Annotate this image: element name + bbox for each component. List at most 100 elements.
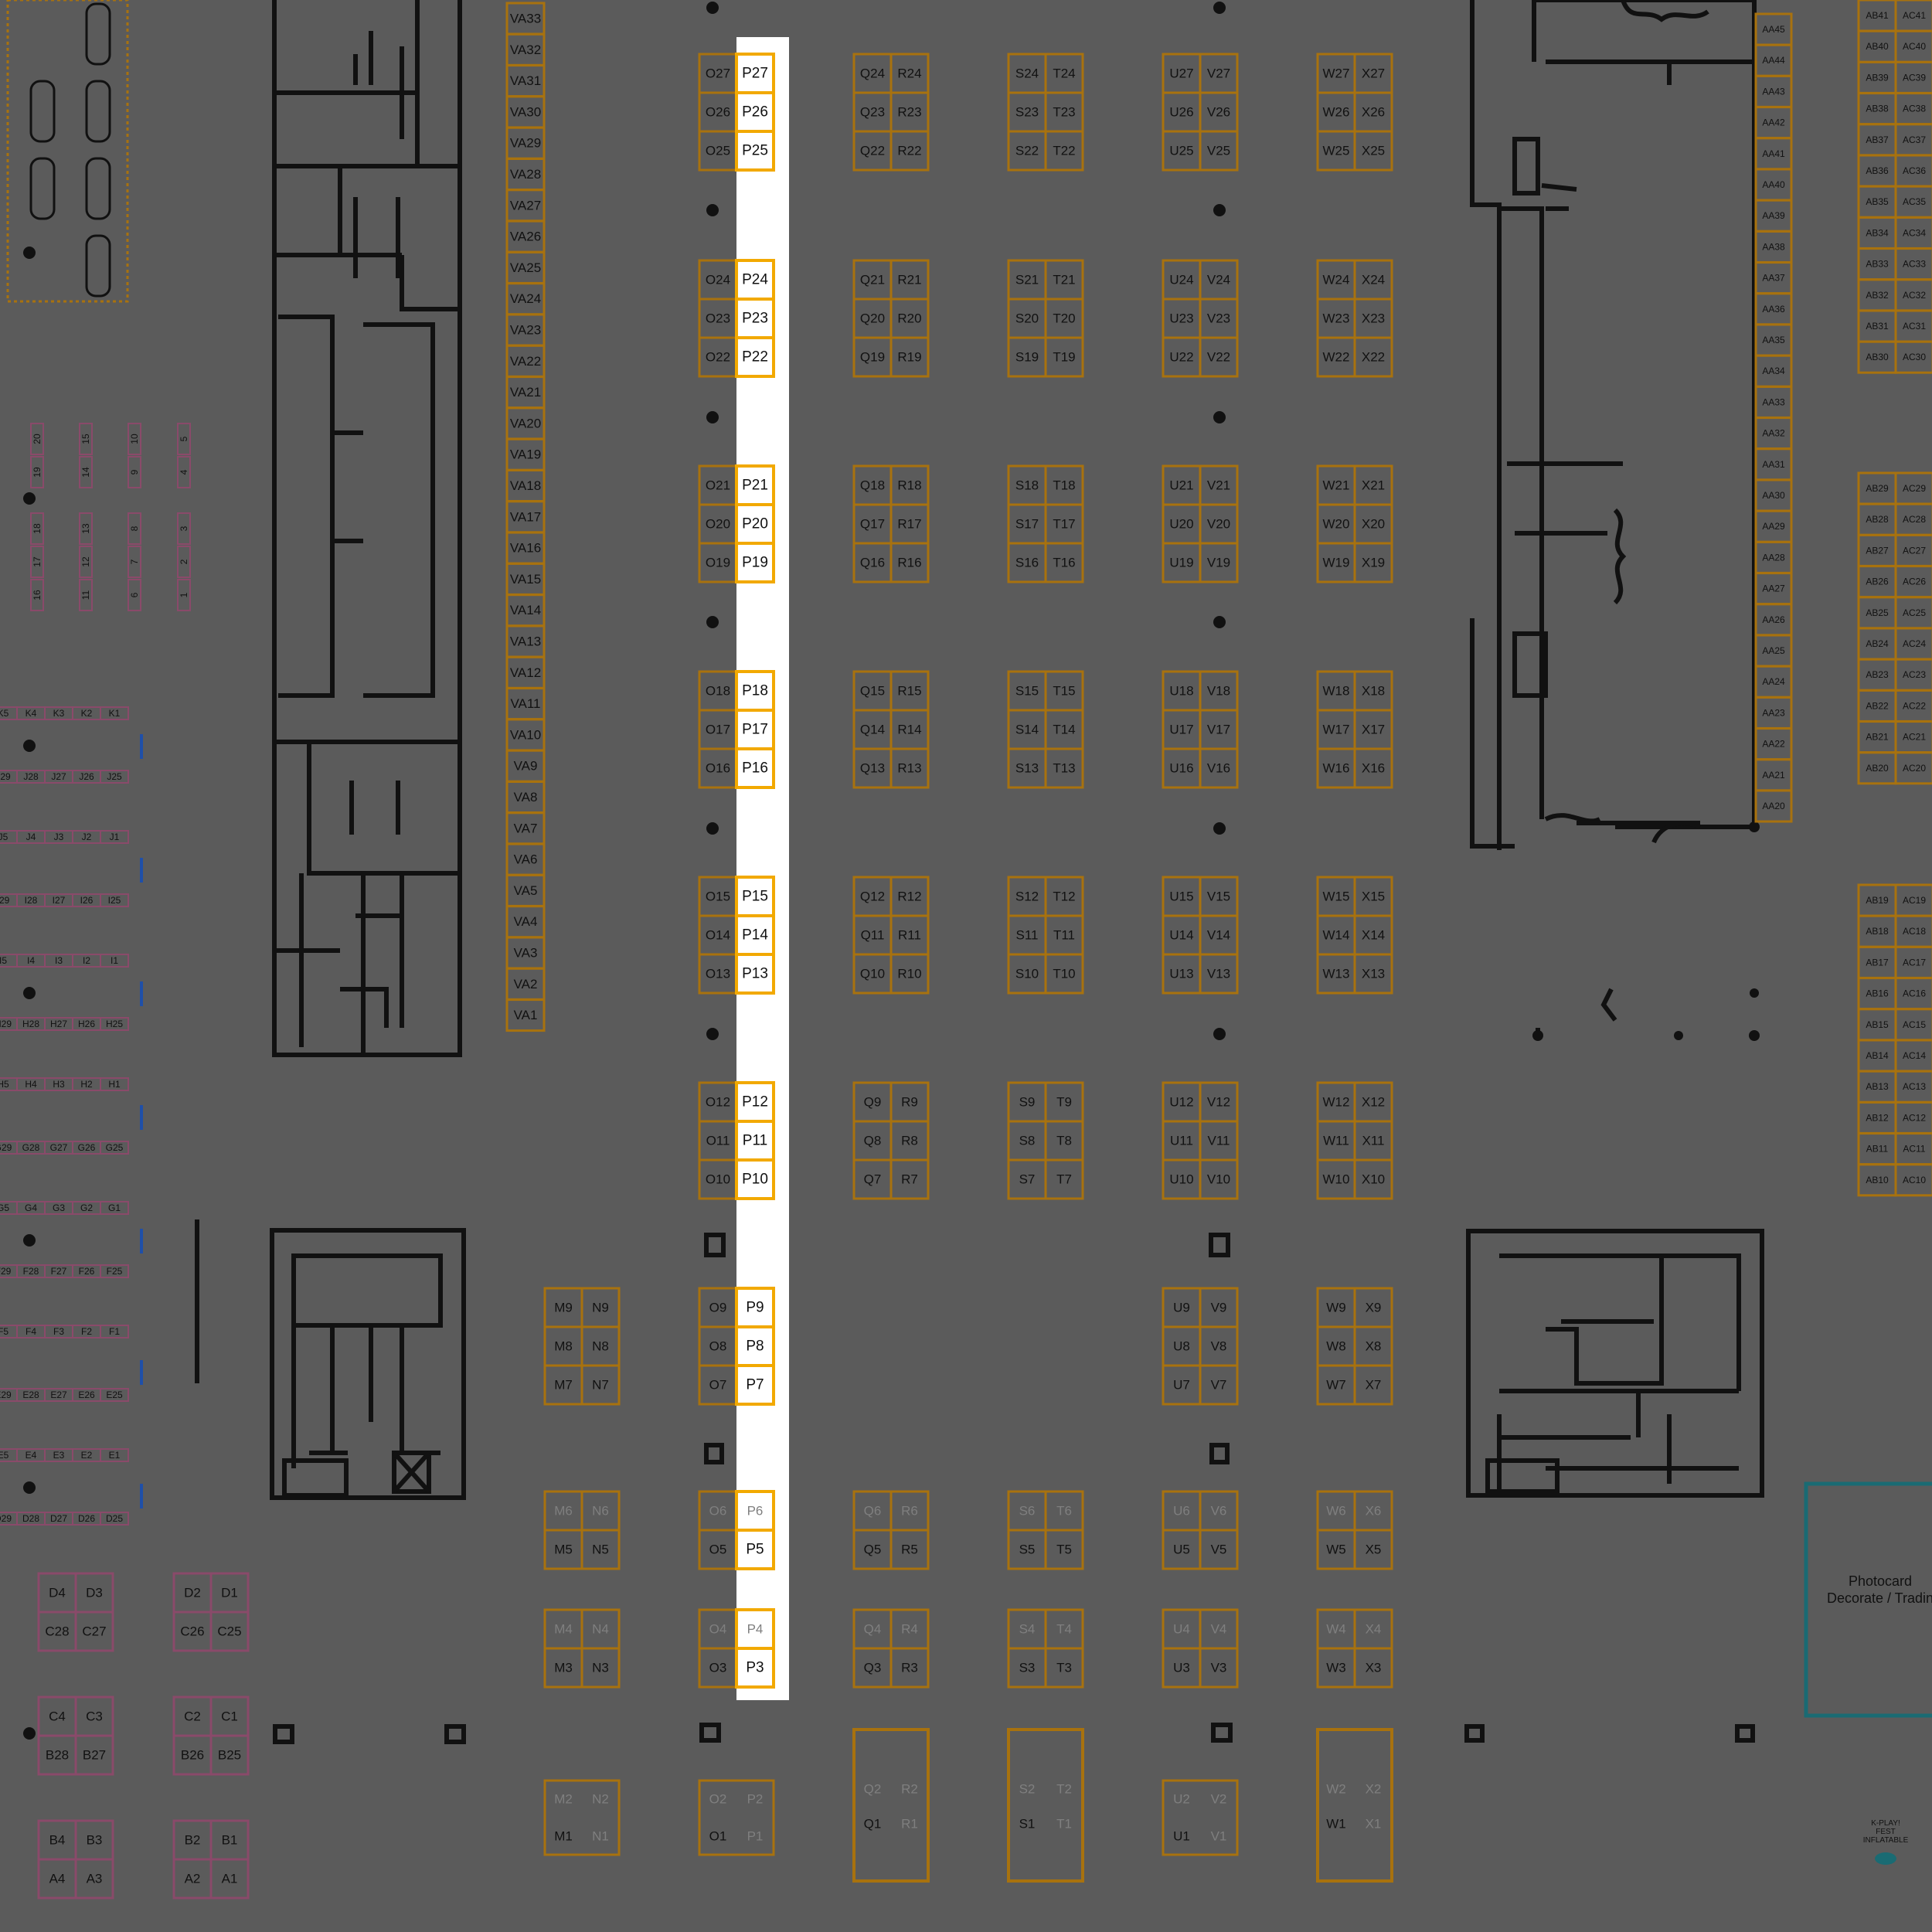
- booth-b28[interactable]: B28: [37, 1734, 77, 1776]
- booth-aa34[interactable]: AA34: [1754, 354, 1793, 388]
- booth-v25[interactable]: V25: [1199, 130, 1239, 172]
- booth-p8[interactable]: P8: [735, 1325, 775, 1367]
- booth-va10[interactable]: VA10: [505, 718, 546, 752]
- booth-a1[interactable]: A1: [209, 1858, 250, 1900]
- booth-i2[interactable]: I2: [72, 954, 101, 968]
- booth-p26[interactable]: P26: [735, 91, 775, 133]
- booth-3[interactable]: 3: [177, 512, 191, 545]
- booth-x11[interactable]: X11: [1353, 1120, 1393, 1162]
- booth-e26[interactable]: E26: [72, 1388, 101, 1402]
- booth-t16[interactable]: T16: [1044, 542, 1084, 583]
- booth-ac31[interactable]: AC31: [1894, 309, 1932, 343]
- booth-w17[interactable]: W17: [1316, 709, 1356, 750]
- booth-va17[interactable]: VA17: [505, 500, 546, 534]
- booth-va3[interactable]: VA3: [505, 936, 546, 970]
- booth-[interactable]: [1162, 1779, 1239, 1856]
- booth-q20[interactable]: Q20: [852, 298, 893, 339]
- booth-t23[interactable]: T23: [1044, 91, 1084, 133]
- booth-p10[interactable]: P10: [735, 1158, 775, 1200]
- booth-w26[interactable]: W26: [1316, 91, 1356, 133]
- booth-ac34[interactable]: AC34: [1894, 216, 1932, 250]
- booth-f28[interactable]: F28: [16, 1264, 46, 1278]
- booth-p20[interactable]: P20: [735, 503, 775, 545]
- booth-g1[interactable]: G1: [100, 1201, 129, 1215]
- booth-g5[interactable]: G5: [0, 1201, 18, 1215]
- booth-r12[interactable]: R12: [889, 876, 930, 917]
- booth-v4[interactable]: V4: [1199, 1608, 1239, 1650]
- booth-p14[interactable]: P14: [735, 914, 775, 956]
- booth-ab15[interactable]: AB15: [1857, 1008, 1897, 1042]
- booth-u3[interactable]: U3: [1162, 1647, 1202, 1689]
- booth-ac21[interactable]: AC21: [1894, 720, 1932, 754]
- booth-r24[interactable]: R24: [889, 53, 930, 94]
- booth-ab29[interactable]: AB29: [1857, 471, 1897, 505]
- booth-aa36[interactable]: AA36: [1754, 292, 1793, 326]
- booth-w10[interactable]: W10: [1316, 1158, 1356, 1200]
- booth-g28[interactable]: G28: [16, 1141, 46, 1155]
- booth-r11[interactable]: R11: [889, 914, 930, 956]
- booth-ab11[interactable]: AB11: [1857, 1132, 1897, 1166]
- booth-u23[interactable]: U23: [1162, 298, 1202, 339]
- booth-m6[interactable]: M6: [543, 1490, 583, 1532]
- booth-aa30[interactable]: AA30: [1754, 478, 1793, 512]
- booth-x22[interactable]: X22: [1353, 336, 1393, 378]
- booth-va26[interactable]: VA26: [505, 219, 546, 253]
- booth-s1[interactable]: S1: [1009, 1804, 1046, 1843]
- booth-va20[interactable]: VA20: [505, 406, 546, 440]
- booth-w27[interactable]: W27: [1316, 53, 1356, 94]
- booth-t12[interactable]: T12: [1044, 876, 1084, 917]
- booth-q13[interactable]: Q13: [852, 747, 893, 789]
- booth-c3[interactable]: C3: [74, 1696, 114, 1737]
- booth-aa35[interactable]: AA35: [1754, 323, 1793, 357]
- booth-w24[interactable]: W24: [1316, 259, 1356, 301]
- booth-a3[interactable]: A3: [74, 1858, 114, 1900]
- booth-s8[interactable]: S8: [1007, 1120, 1047, 1162]
- booth-ab34[interactable]: AB34: [1857, 216, 1897, 250]
- booth-x20[interactable]: X20: [1353, 503, 1393, 545]
- booth-d28[interactable]: D28: [16, 1512, 46, 1526]
- booth-va9[interactable]: VA9: [505, 749, 546, 783]
- booth-x25[interactable]: X25: [1353, 130, 1393, 172]
- booth-aa39[interactable]: AA39: [1754, 199, 1793, 233]
- booth-q19[interactable]: Q19: [852, 336, 893, 378]
- booth-ac20[interactable]: AC20: [1894, 751, 1932, 785]
- booth-d25[interactable]: D25: [100, 1512, 129, 1526]
- booth-h29[interactable]: H29: [0, 1017, 18, 1031]
- booth-ac40[interactable]: AC40: [1894, 29, 1932, 63]
- booth-o1[interactable]: O1: [699, 1818, 736, 1855]
- booth-m9[interactable]: M9: [543, 1287, 583, 1328]
- booth-ab27[interactable]: AB27: [1857, 533, 1897, 567]
- booth-va22[interactable]: VA22: [505, 344, 546, 378]
- booth-5[interactable]: 5: [177, 423, 191, 455]
- booth-b2[interactable]: B2: [172, 1819, 213, 1861]
- booth-w22[interactable]: W22: [1316, 336, 1356, 378]
- booth-r2[interactable]: R2: [891, 1770, 928, 1808]
- booth-p9[interactable]: P9: [735, 1287, 775, 1328]
- booth-aa45[interactable]: AA45: [1754, 12, 1793, 46]
- booth-aa43[interactable]: AA43: [1754, 74, 1793, 108]
- booth-p3[interactable]: P3: [735, 1647, 775, 1689]
- booth-p23[interactable]: P23: [735, 298, 775, 339]
- booth-ab24[interactable]: AB24: [1857, 627, 1897, 661]
- booth-p27[interactable]: P27: [735, 53, 775, 94]
- booth-s21[interactable]: S21: [1007, 259, 1047, 301]
- booth-t20[interactable]: T20: [1044, 298, 1084, 339]
- booth-q7[interactable]: Q7: [852, 1158, 893, 1200]
- booth-7[interactable]: 7: [128, 546, 141, 578]
- booth-s12[interactable]: S12: [1007, 876, 1047, 917]
- booth-ac18[interactable]: AC18: [1894, 914, 1932, 948]
- booth-c1[interactable]: C1: [209, 1696, 250, 1737]
- booth-o18[interactable]: O18: [698, 670, 738, 712]
- booth-r9[interactable]: R9: [889, 1081, 930, 1123]
- booth-u27[interactable]: U27: [1162, 53, 1202, 94]
- booth-r7[interactable]: R7: [889, 1158, 930, 1200]
- booth-b1[interactable]: B1: [209, 1819, 250, 1861]
- booth-va6[interactable]: VA6: [505, 842, 546, 876]
- booth-g26[interactable]: G26: [72, 1141, 101, 1155]
- booth-x10[interactable]: X10: [1353, 1158, 1393, 1200]
- booth-u25[interactable]: U25: [1162, 130, 1202, 172]
- booth-p17[interactable]: P17: [735, 709, 775, 750]
- booth-va5[interactable]: VA5: [505, 873, 546, 907]
- booth-q2[interactable]: Q2: [854, 1770, 891, 1808]
- booth-w20[interactable]: W20: [1316, 503, 1356, 545]
